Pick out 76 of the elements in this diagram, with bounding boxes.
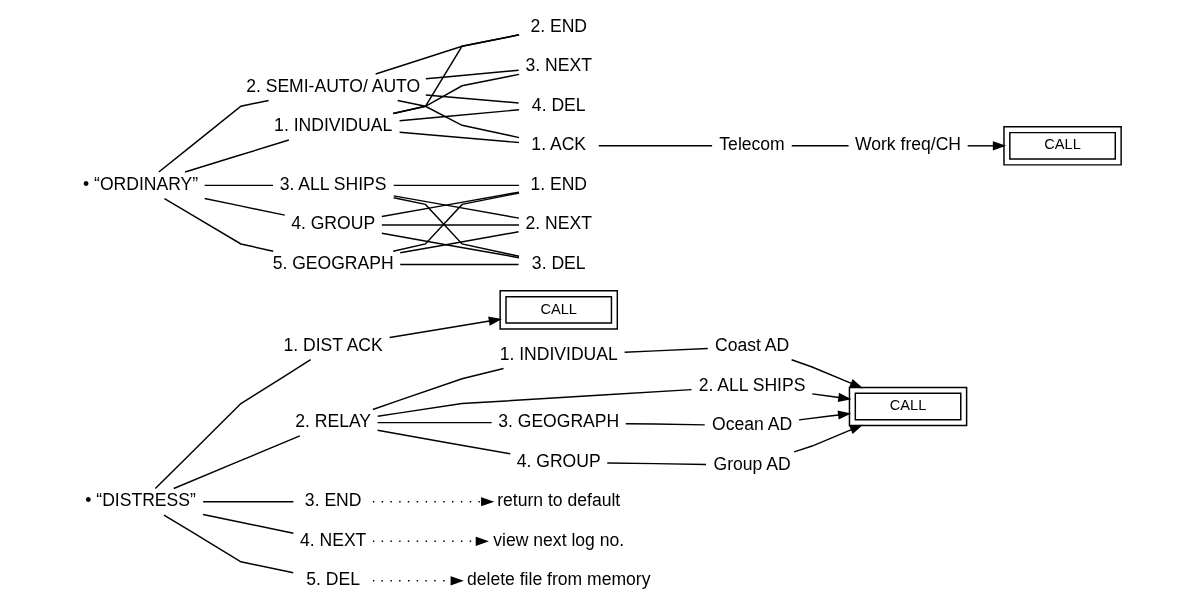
node-text: 5. DEL <box>306 569 361 590</box>
connector <box>625 422 706 426</box>
connector <box>154 359 312 490</box>
connector <box>202 501 295 503</box>
arrow <box>793 424 864 453</box>
node-box: CALL <box>848 386 968 427</box>
node-text: • “DISTRESS” <box>85 490 196 511</box>
node-text: Coast AD <box>714 335 790 356</box>
node-text: view next log no. <box>493 529 625 550</box>
connector <box>398 109 520 122</box>
arrow <box>811 392 852 402</box>
node-text: Telecom <box>719 134 785 155</box>
node-text: Ocean AD <box>712 414 793 435</box>
node-text: 3. GEOGRAPH <box>498 411 620 432</box>
node-text: 1. ACK <box>531 134 587 155</box>
arrow <box>966 141 1007 151</box>
node-text: 3. END <box>304 490 362 511</box>
connector <box>392 195 520 219</box>
node-text: 2. RELAY <box>295 411 372 432</box>
connector <box>158 99 270 173</box>
connector <box>376 421 493 424</box>
arrow <box>798 410 852 421</box>
connector <box>398 131 520 144</box>
connector <box>163 514 294 574</box>
node-text: 1. INDIVIDUAL <box>274 115 393 136</box>
connector <box>392 73 520 115</box>
node-text: 3. ALL SHIPS <box>279 173 387 194</box>
node-text: delete file from memory <box>466 569 651 590</box>
connector <box>184 139 290 173</box>
connector <box>203 197 286 216</box>
connector <box>392 184 520 187</box>
node-text: • “ORDINARY” <box>83 173 199 194</box>
connector <box>425 94 520 104</box>
node-text: 3. DEL <box>531 253 586 273</box>
connector <box>399 263 520 266</box>
connector <box>376 429 511 455</box>
node-box: CALL <box>499 290 619 330</box>
connector <box>374 34 520 75</box>
arrow <box>372 497 495 507</box>
connector <box>623 347 709 354</box>
connector <box>381 232 520 259</box>
node-text: 4. GROUP <box>291 213 376 234</box>
connector <box>372 367 505 411</box>
node-text: 5. GEOGRAPH <box>272 253 394 273</box>
connector <box>381 224 520 226</box>
node-box: CALL <box>1003 126 1122 166</box>
node-text: 2. END <box>530 15 588 36</box>
connector <box>163 197 274 252</box>
arrow <box>372 576 464 586</box>
connector <box>173 435 301 490</box>
connector <box>396 99 520 139</box>
connector <box>203 184 274 187</box>
node-text: 1. DIST ACK <box>283 335 383 356</box>
connector <box>425 69 520 80</box>
node-text: 1. INDIVIDUAL <box>499 343 618 364</box>
node-text: 2. NEXT <box>525 213 592 234</box>
connector <box>791 145 850 147</box>
node-text: 1. END <box>530 173 588 194</box>
connector <box>202 513 295 534</box>
connector <box>399 231 520 254</box>
connector <box>377 388 693 417</box>
arrow <box>790 359 864 389</box>
node-text: Group AD <box>713 453 791 474</box>
node-text: 3. NEXT <box>525 55 592 76</box>
node-text: 4. GROUP <box>516 450 601 471</box>
connector <box>606 462 707 466</box>
node-text: 2. ALL SHIPS <box>698 374 806 395</box>
arrow <box>388 316 502 339</box>
node-text: 4. NEXT <box>299 529 367 550</box>
node-text: 2. SEMI-AUTO/ AUTO <box>246 75 421 96</box>
arrow <box>372 536 489 546</box>
node-text: 4. DEL <box>531 94 586 115</box>
node-text: return to default <box>497 490 621 511</box>
connector <box>381 191 520 218</box>
node-text: Work freq/CH <box>855 134 962 155</box>
connector <box>598 145 713 147</box>
